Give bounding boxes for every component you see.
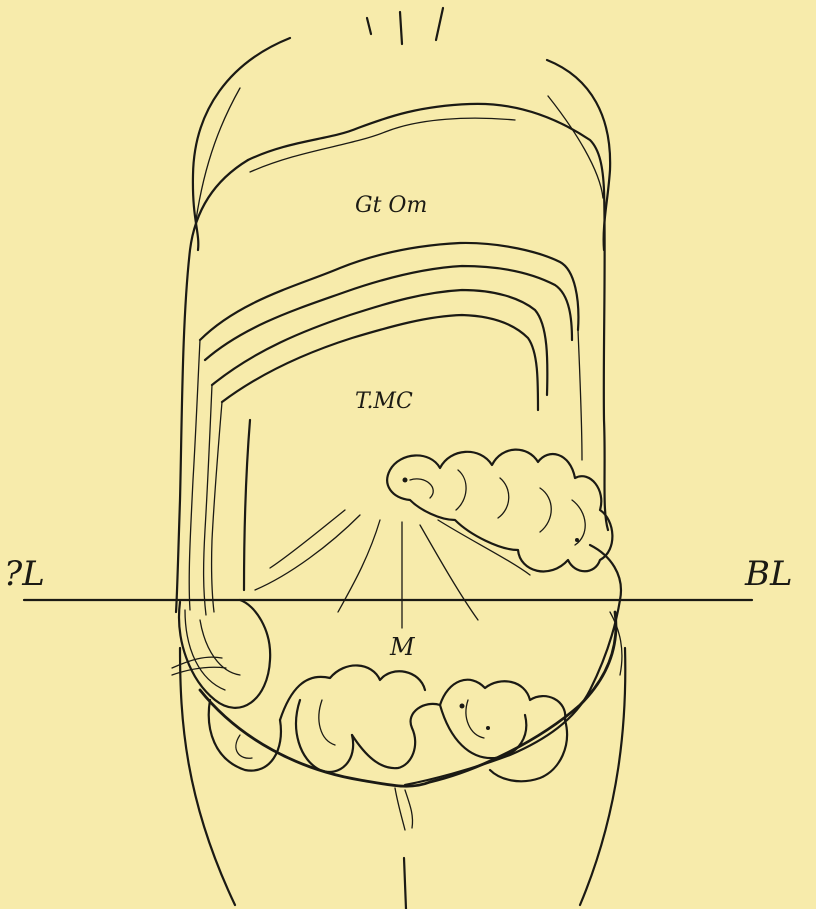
jejunal-coils bbox=[387, 450, 621, 785]
top-marks bbox=[367, 8, 443, 44]
greater-omentum bbox=[176, 104, 608, 612]
greater-omentum-label: Gt Om bbox=[355, 193, 427, 218]
ileal-coils bbox=[179, 600, 567, 781]
right-line-label: BL bbox=[744, 554, 793, 594]
mesentery-rays bbox=[255, 510, 530, 628]
transverse-mesocolon-label: T.MC bbox=[355, 389, 413, 414]
left-line-label: ?L bbox=[4, 554, 45, 594]
mesentery-label: M bbox=[389, 633, 416, 661]
transverse-colon bbox=[189, 243, 582, 615]
